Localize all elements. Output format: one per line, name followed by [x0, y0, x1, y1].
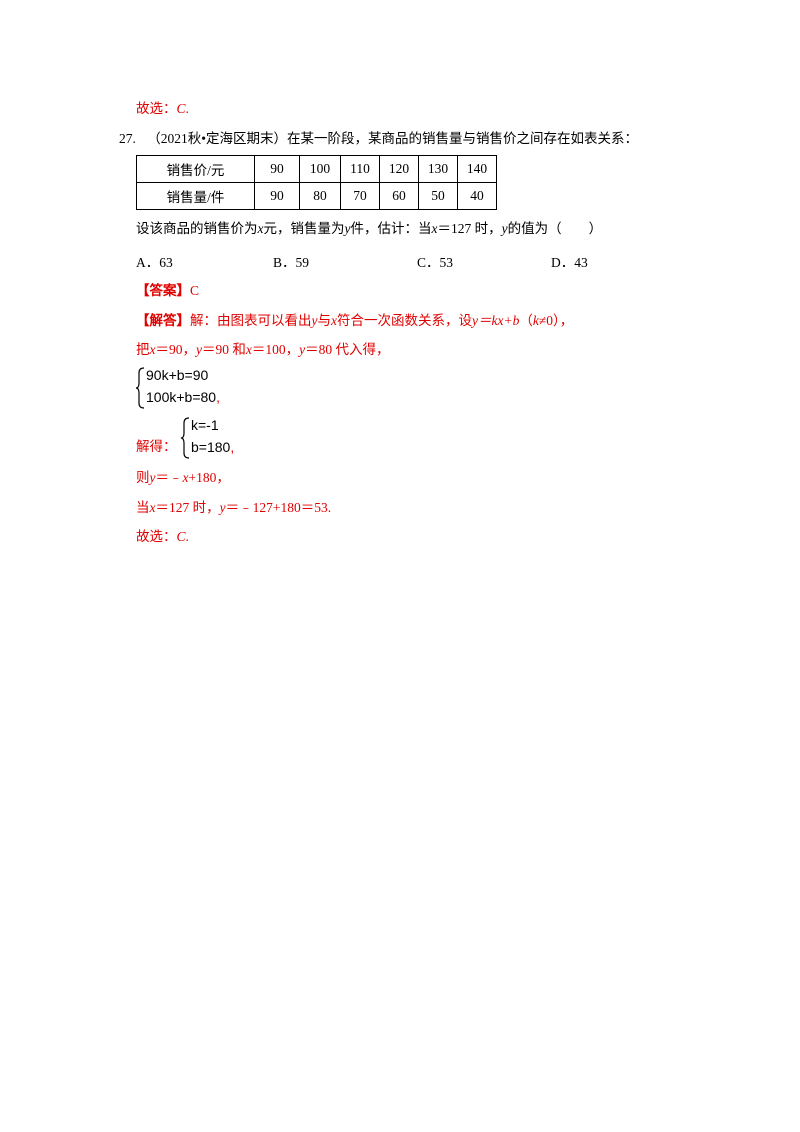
table-cell: 50 [418, 182, 458, 210]
table-row: 销售价/元 90 100 110 120 130 140 [136, 155, 497, 183]
answer-tag: 【答案】 [136, 283, 190, 298]
answer-value: C [190, 283, 200, 298]
solution-tag: 【解答】 [136, 313, 190, 328]
table-cell: 40 [457, 182, 497, 210]
table-cell: 70 [340, 182, 380, 210]
table-cell: 140 [457, 155, 497, 183]
solution-choice: 故选：C. [136, 529, 189, 544]
price-sales-table: 销售价/元 90 100 110 120 130 140 销售量/件 90 80… [136, 155, 497, 210]
question-text: 在某一阶段，某商品的销售量与销售价之间存在如表关系： [286, 131, 638, 146]
table-cell: 100 [299, 155, 341, 183]
previous-choice: 故选：C. [136, 101, 189, 116]
option-c: C．53 [417, 255, 454, 270]
question-stem: 27. （2021秋•定海区期末）在某一阶段，某商品的销售量与销售价之间存在如表… [119, 130, 638, 148]
equation-system-1: 90k+b=90 100k+b=80, [136, 366, 256, 410]
table-row: 销售量/件 90 80 70 60 50 40 [136, 182, 497, 210]
table-cell: 120 [379, 155, 419, 183]
table-cell: 90 [254, 182, 300, 210]
question-source: （2021秋•定海区期末） [147, 131, 287, 146]
answer-line: 【答案】C [136, 282, 199, 300]
solution-line-4: 当x＝127 时，y＝﹣127+180＝53. [136, 500, 332, 515]
table-row-header: 销售量/件 [136, 182, 255, 210]
brace-icon [136, 367, 145, 409]
option-a: A．63 [136, 255, 173, 270]
solution-line-1: 【解答】解：由图表可以看出y与x符合一次函数关系，设y＝kx+b（k≠0）， [136, 313, 574, 328]
question-prompt: 设该商品的销售价为x元，销售量为y件，估计：当x＝127 时，y的值为（ ） [136, 221, 603, 236]
table-cell: 110 [340, 155, 380, 183]
equation-2: 100k+b=80, [146, 389, 220, 405]
table-cell: 80 [299, 182, 341, 210]
brace-icon [181, 417, 190, 459]
solution-b: b=180, [191, 439, 235, 455]
solution-k: k=-1 [191, 417, 219, 433]
equation-1: 90k+b=90 [146, 367, 209, 383]
table-cell: 60 [379, 182, 419, 210]
option-d: D．43 [551, 255, 588, 270]
table-row-header: 销售价/元 [136, 155, 255, 183]
question-number: 27. [119, 131, 136, 146]
solved-label: 解得： [136, 439, 177, 454]
option-b: B．59 [273, 255, 310, 270]
solution-line-2: 把x＝90，y＝90 和x＝100，y＝80 代入得， [136, 342, 390, 357]
solution-line-3: 则y＝﹣x+180， [136, 470, 230, 485]
equation-system-2: k=-1 b=180, [181, 416, 271, 460]
table-cell: 130 [418, 155, 458, 183]
table-cell: 90 [254, 155, 300, 183]
